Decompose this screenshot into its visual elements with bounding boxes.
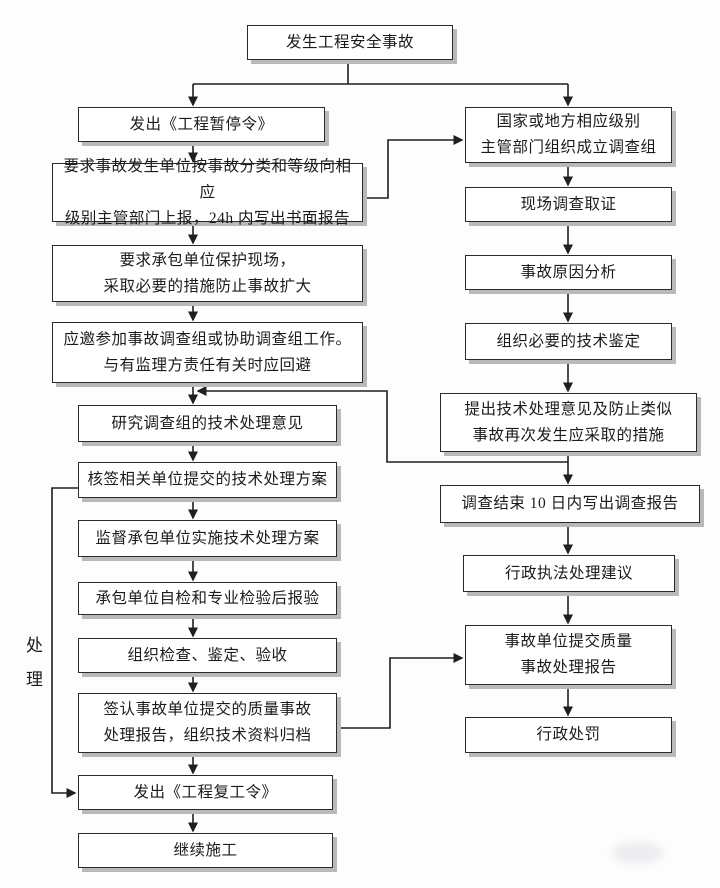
watermark-blob (612, 842, 664, 864)
node-site-investigation: 现场调查取证 (465, 187, 672, 222)
node-investigation-report-10-days: 调查结束 10 日内写出调查报告 (440, 485, 700, 523)
node-sign-quality-report-archive: 签认事故单位提交的质量事故 处理报告，组织技术资料归档 (78, 693, 337, 753)
node-protect-site: 要求承包单位保护现场， 采取必要的措施防止事故扩大 (52, 245, 363, 302)
node-issue-suspension-order: 发出《工程暂停令》 (78, 107, 325, 142)
node-contractor-self-inspection: 承包单位自检和专业检验后报验 (78, 582, 337, 615)
connector-l2-r1 (363, 135, 464, 199)
node-supervise-implementation: 监督承包单位实施技术处理方案 (78, 520, 337, 557)
node-enforcement-suggestion: 行政执法处理建议 (463, 555, 675, 592)
node-study-technical-opinions: 研究调查组的技术处理意见 (78, 405, 337, 442)
node-propose-measures: 提出技术处理意见及防止类似 事故再次发生应采取的措施 (440, 393, 697, 452)
node-unit-submits-quality-report: 事故单位提交质量 事故处理报告 (465, 625, 672, 685)
node-accident-occurs: 发生工程安全事故 (247, 25, 453, 60)
connector-r5-l5 (196, 386, 568, 463)
node-report-within-24h: 要求事故发生单位按事故分类和等级向相应 级别主管部门上报，24h 内写出书面报告 (52, 158, 363, 227)
node-technical-appraisal: 组织必要的技术鉴定 (465, 323, 672, 360)
connector-l6-l11 (51, 487, 78, 798)
node-organize-inspection-acceptance: 组织检查、鉴定、验收 (78, 638, 337, 673)
node-administrative-penalty: 行政处罚 (465, 717, 672, 753)
node-join-investigation-team: 应邀参加事故调查组或协助调查组工作。 与有监理方责任有关时应回避 (52, 322, 363, 383)
node-continue-construction: 继续施工 (78, 833, 333, 868)
connector-l10-r8 (337, 653, 464, 729)
node-authority-forms-investigation-team: 国家或地方相应级别 主管部门组织成立调查组 (465, 107, 672, 163)
connector-start-split (193, 60, 568, 85)
node-countersign-technical-plan: 核签相关单位提交的技术处理方案 (78, 462, 337, 498)
node-cause-analysis: 事故原因分析 (465, 255, 672, 290)
handling-phase-label: 处理 (23, 636, 42, 704)
node-issue-resume-order: 发出《工程复工令》 (78, 775, 333, 810)
